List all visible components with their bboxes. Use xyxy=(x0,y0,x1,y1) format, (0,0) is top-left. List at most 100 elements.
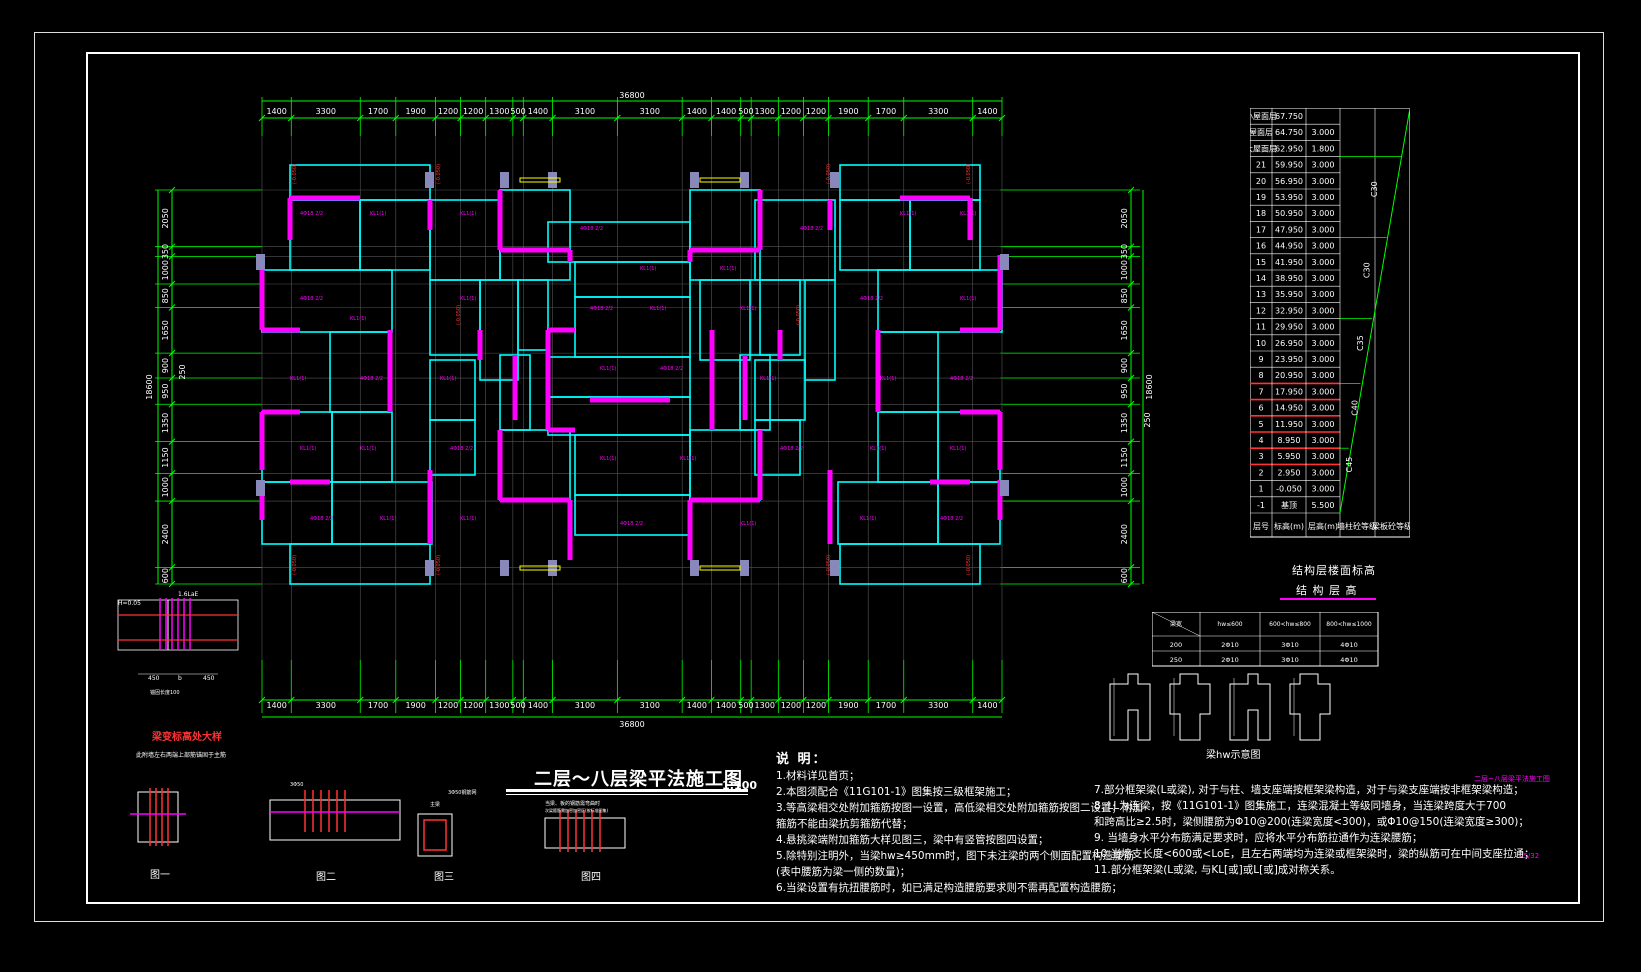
floor-cell: 15 xyxy=(1256,258,1266,267)
fig3-outline xyxy=(417,813,453,857)
hw-cell: 250 xyxy=(1170,656,1182,664)
dim-label: 500 xyxy=(738,701,753,710)
hw-cell: 2Φ10 xyxy=(1221,656,1239,664)
vdim-label: 350 xyxy=(161,244,170,259)
beam-label: 4Φ18 2/2 xyxy=(780,446,803,452)
dim-slash xyxy=(614,114,621,122)
beam-label: 4Φ18 2/2 xyxy=(450,446,473,452)
dim-label: 1400 xyxy=(687,701,707,710)
height-cell: 5.500 xyxy=(1312,501,1335,510)
title-underline-thin xyxy=(506,794,748,795)
height-cell: 3.000 xyxy=(1312,242,1335,251)
dim-slash xyxy=(482,696,490,704)
floor-elevation-table: 小屋面层67.750屋面层64.7503.000大屋面层62.9501.8002… xyxy=(1250,108,1410,538)
column xyxy=(740,172,749,188)
dim-slash xyxy=(287,696,295,704)
floor-cell: 1 xyxy=(1258,485,1263,494)
height-cell: 3.000 xyxy=(1312,468,1335,477)
hw-cell: 4Φ10 xyxy=(1340,656,1358,664)
figure-1-label: 图一 xyxy=(150,870,170,881)
height-cell: 3.000 xyxy=(1312,387,1335,396)
sheet-number: 05/32 xyxy=(1519,852,1540,860)
vdim-label: 1000 xyxy=(161,260,170,280)
concrete-grade: C35 xyxy=(1356,335,1365,351)
beam-label: KL1(1) xyxy=(460,516,476,522)
dim-slash xyxy=(678,114,686,122)
beam-label: KL1(1) xyxy=(350,316,366,322)
height-cell: 3.000 xyxy=(1312,193,1335,202)
beam-outline xyxy=(754,199,836,281)
floor-cell: 20 xyxy=(1256,177,1266,186)
vdim-slash xyxy=(1127,243,1135,251)
vdim-label: 1000 xyxy=(1120,260,1129,280)
dim-slash xyxy=(900,114,908,122)
dim-slash xyxy=(549,114,556,122)
floor-table-subtitle: 结 构 层 高 xyxy=(1296,584,1358,597)
beam-outline xyxy=(877,331,939,413)
left-dimension-line: 2050350100085016509009501350115010002400… xyxy=(145,186,262,588)
concrete-grade: C30 xyxy=(1370,181,1379,197)
elev-cell: 53.950 xyxy=(1275,193,1303,202)
floor-cell: 18 xyxy=(1256,209,1266,218)
note-right-5: 11.部分框架梁(L或梁, 与KL[或]或L[或]成对称关系。 xyxy=(1094,864,1341,876)
note-right-0: 7.部分框架梁(L或梁), 对于与柱、墙支座端按框架梁构造，对于与梁支座端按非框… xyxy=(1094,784,1524,796)
beam-label: KL1(1) xyxy=(460,211,476,217)
beam-label: KL1(1) xyxy=(650,306,666,312)
elev-cell: 17.950 xyxy=(1275,387,1303,396)
dim-label: 1400 xyxy=(687,107,707,116)
dim-label: 1400 xyxy=(716,701,736,710)
dim-label: 1900 xyxy=(405,701,425,710)
elevation-tag: (-0.050) xyxy=(966,164,972,184)
dim-slash xyxy=(825,696,832,704)
dim-slash xyxy=(287,114,295,122)
height-cell: 3.000 xyxy=(1312,258,1335,267)
floor-cell: 3 xyxy=(1258,452,1263,461)
dim-slash xyxy=(678,696,686,704)
beam-outline xyxy=(574,434,691,496)
beam-label: 4Φ18 2/2 xyxy=(800,226,823,232)
vdim-slash xyxy=(1127,374,1135,382)
vdim-label: 2050 xyxy=(161,208,170,228)
beam-outline xyxy=(937,481,1001,545)
fig1-outline xyxy=(137,791,179,843)
beam-label: KL1(1) xyxy=(680,456,696,462)
shear-walls xyxy=(256,172,1009,576)
hw-cell: 3Φ10 xyxy=(1281,641,1299,649)
dim-label: 1700 xyxy=(876,107,896,116)
elevation-tag: (-0.050) xyxy=(456,305,462,325)
hdr-floor: 层号 xyxy=(1253,522,1269,531)
detail-title: 梁变标高处大样 xyxy=(152,732,222,743)
fig4-outline xyxy=(544,817,626,849)
drawing-scale: 1:100 xyxy=(722,779,758,792)
hw-shape xyxy=(1109,673,1151,741)
beam-label: 4Φ18 2/2 xyxy=(300,211,323,217)
vdim-slash xyxy=(1127,438,1135,445)
dim-label: 1400 xyxy=(977,701,997,710)
dim-slash xyxy=(969,114,977,122)
dim-label: 3300 xyxy=(928,107,948,116)
vdim-slash xyxy=(1127,253,1135,260)
beam-label: KL1(1) xyxy=(640,266,656,272)
beam-label: KL1(1) xyxy=(460,296,476,302)
dim-label: 1300 xyxy=(755,107,775,116)
dim-label: 1700 xyxy=(876,701,896,710)
vdim-slash xyxy=(168,497,176,505)
column xyxy=(425,560,434,576)
dim-slash xyxy=(969,696,977,704)
beam-outline xyxy=(699,279,751,361)
beam-outline xyxy=(331,481,433,545)
dim-label: 1900 xyxy=(405,107,425,116)
vdim-slash xyxy=(168,304,176,311)
elev-cell: 59.950 xyxy=(1275,161,1303,170)
dim-label: 1300 xyxy=(489,107,509,116)
dim-slash xyxy=(509,114,517,122)
beam-outline xyxy=(839,543,981,585)
dim-label: 3100 xyxy=(575,107,595,116)
beam-label: KL1(1) xyxy=(360,446,376,452)
note-right-2: 和跨高比≥2.5时，梁侧腰筋为Φ10@200(连梁宽度<300)，或Φ10@15… xyxy=(1094,816,1529,828)
dim-label: 1200 xyxy=(438,107,458,116)
vdim-label: 600 xyxy=(1120,568,1129,583)
